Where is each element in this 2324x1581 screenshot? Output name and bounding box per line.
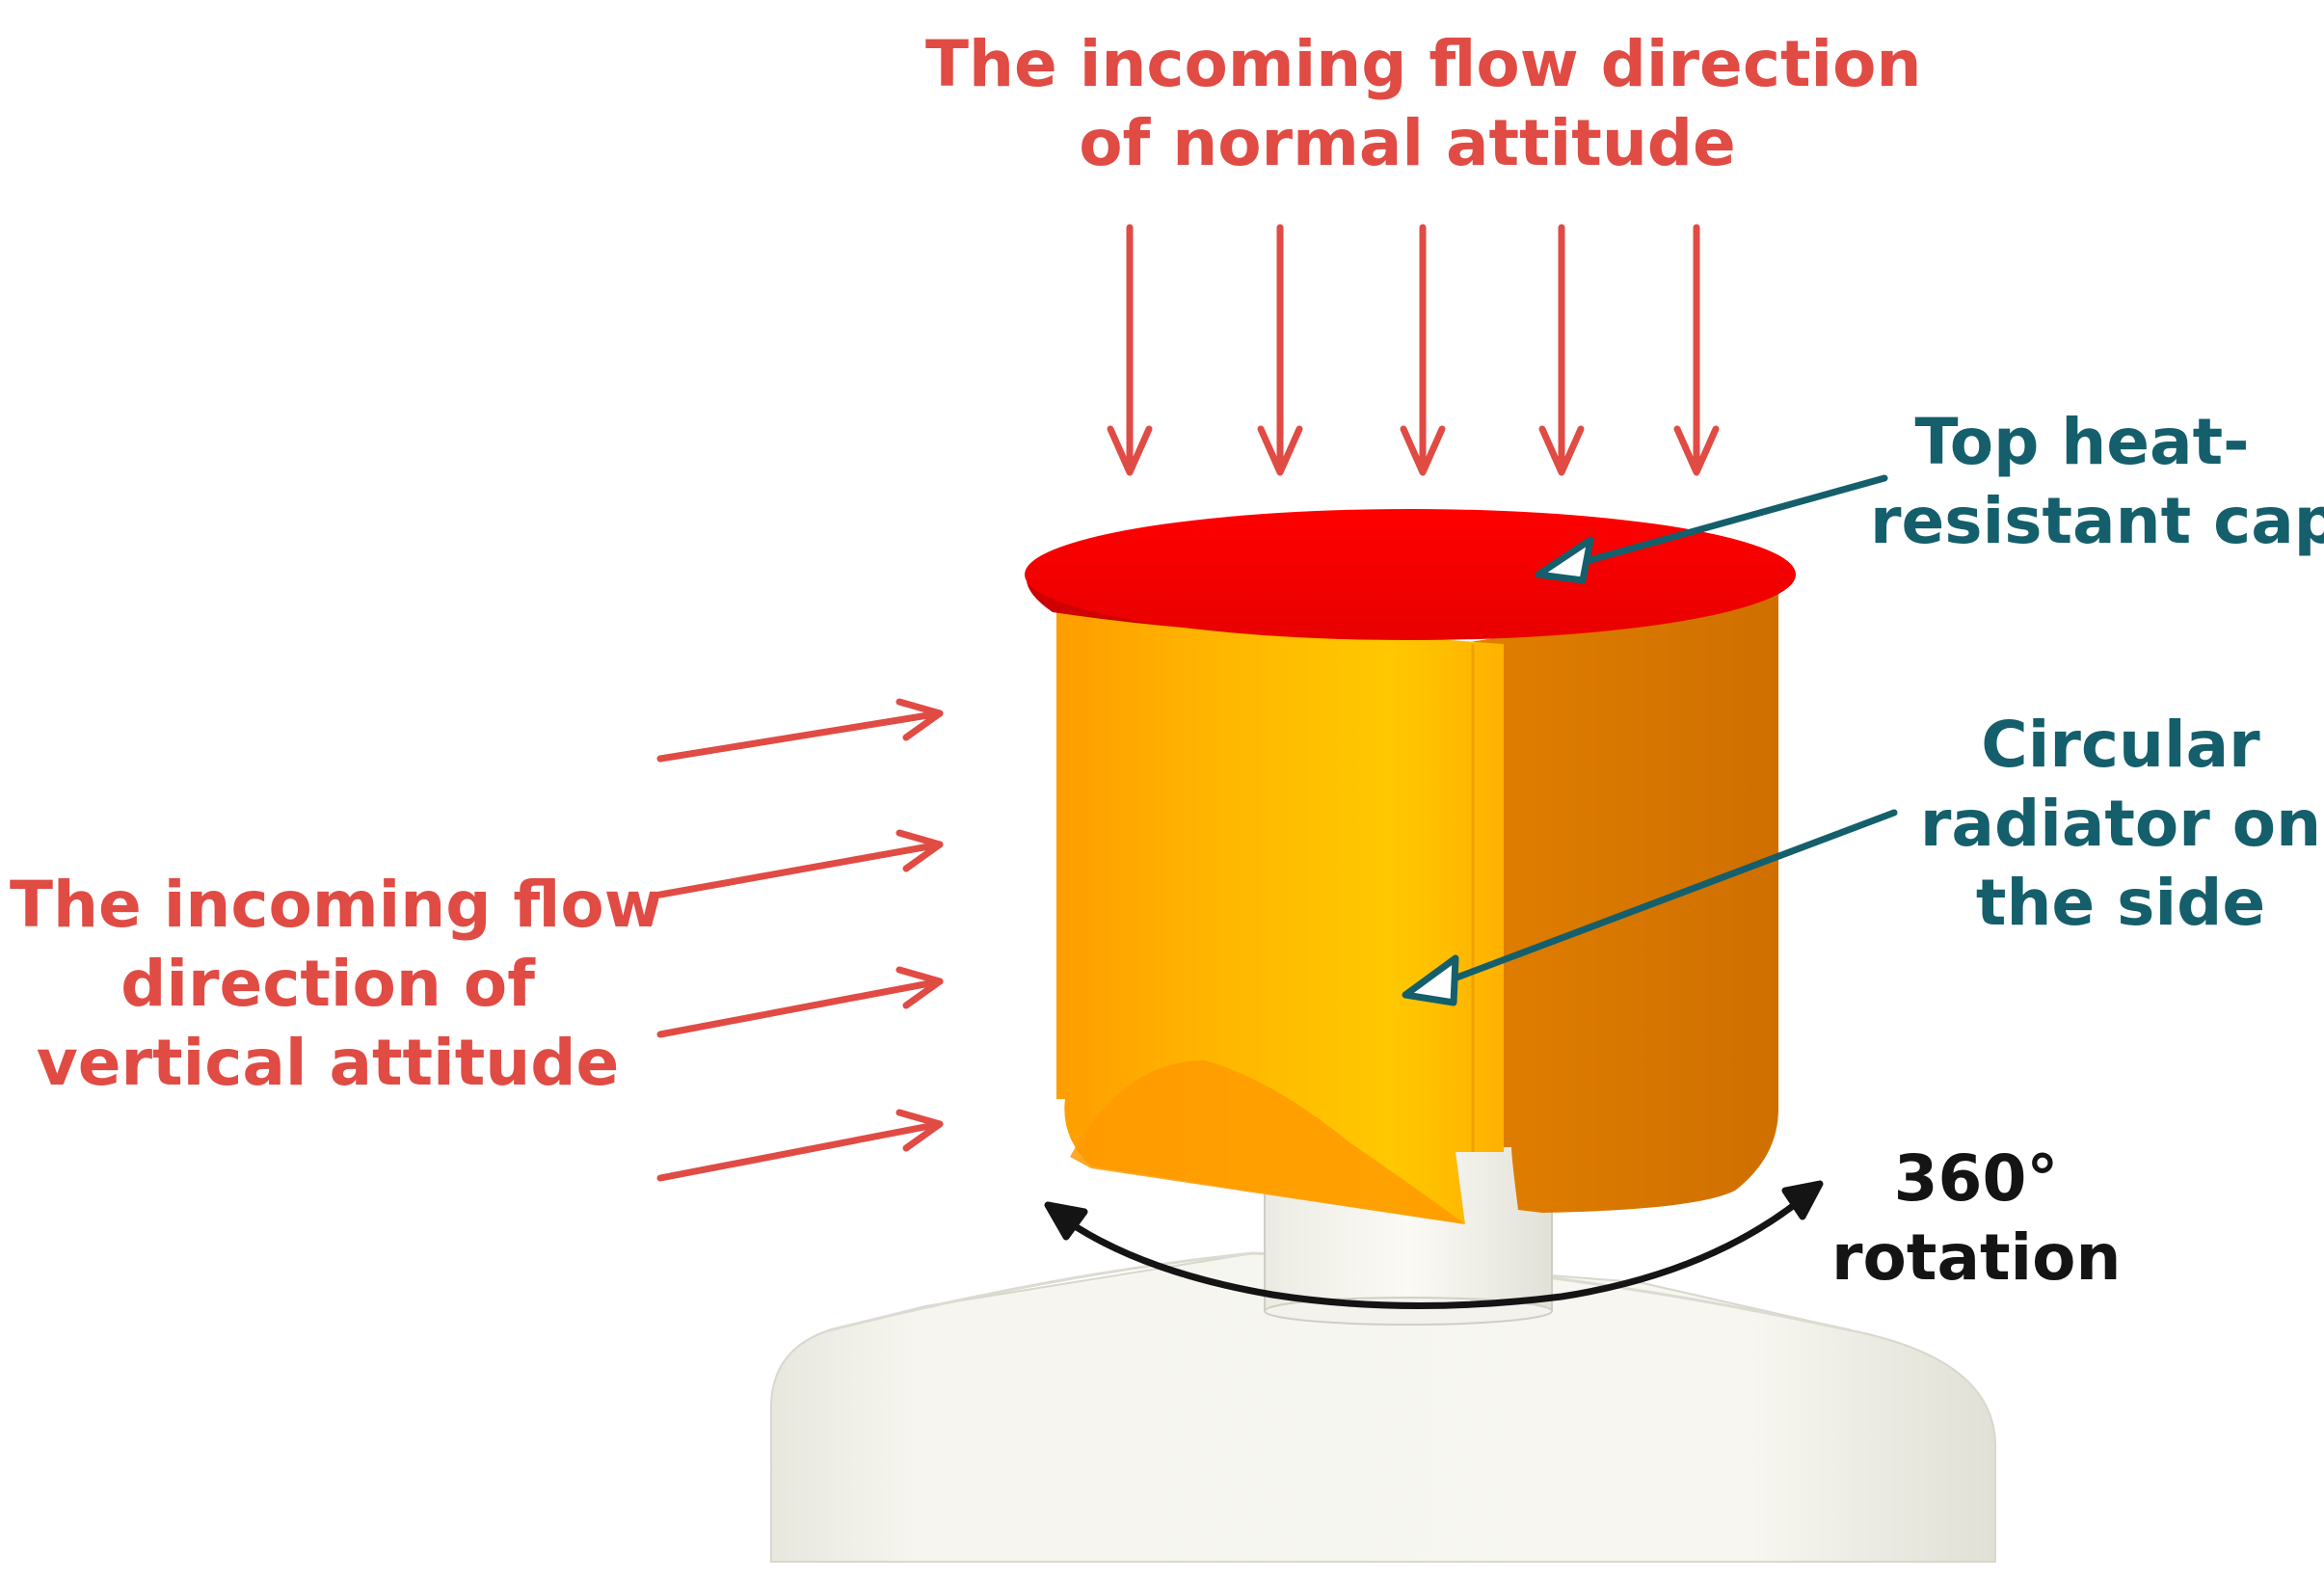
top-cap-label-line-1: Top heat- bbox=[1914, 405, 2250, 479]
radiator-callout-arrow bbox=[1402, 809, 1898, 1006]
rotation-arrow bbox=[1044, 1180, 1824, 1309]
top-heat-resistant-cap bbox=[1025, 509, 1796, 640]
cap-callout-arrow bbox=[1535, 474, 1888, 584]
vertical-flow-arrows bbox=[656, 698, 944, 1182]
vertical-flow-label-line-1: The incoming flow bbox=[10, 868, 663, 942]
circular-radiator bbox=[1056, 593, 1778, 1224]
radiator-label-line-1: Circular bbox=[1981, 708, 2260, 782]
normal-flow-arrows bbox=[1107, 224, 1720, 476]
radiator-label-line-3: the side bbox=[1975, 866, 2266, 940]
radiator-label-line-2: radiator on bbox=[1919, 787, 2322, 861]
rotation-label-line-1: 360° bbox=[1893, 1141, 2059, 1216]
normal-flow-label-line-1: The incoming flow direction bbox=[925, 27, 1922, 101]
vertical-flow-label-line-3: vertical attitude bbox=[36, 1026, 620, 1100]
rotation-label-line-2: rotation bbox=[1831, 1220, 2122, 1295]
normal-flow-label-line-2: of normal attitude bbox=[1079, 106, 1736, 180]
top-cap-label-line-2: resistant cap bbox=[1870, 484, 2324, 558]
vertical-flow-label-line-2: direction of bbox=[120, 947, 535, 1021]
